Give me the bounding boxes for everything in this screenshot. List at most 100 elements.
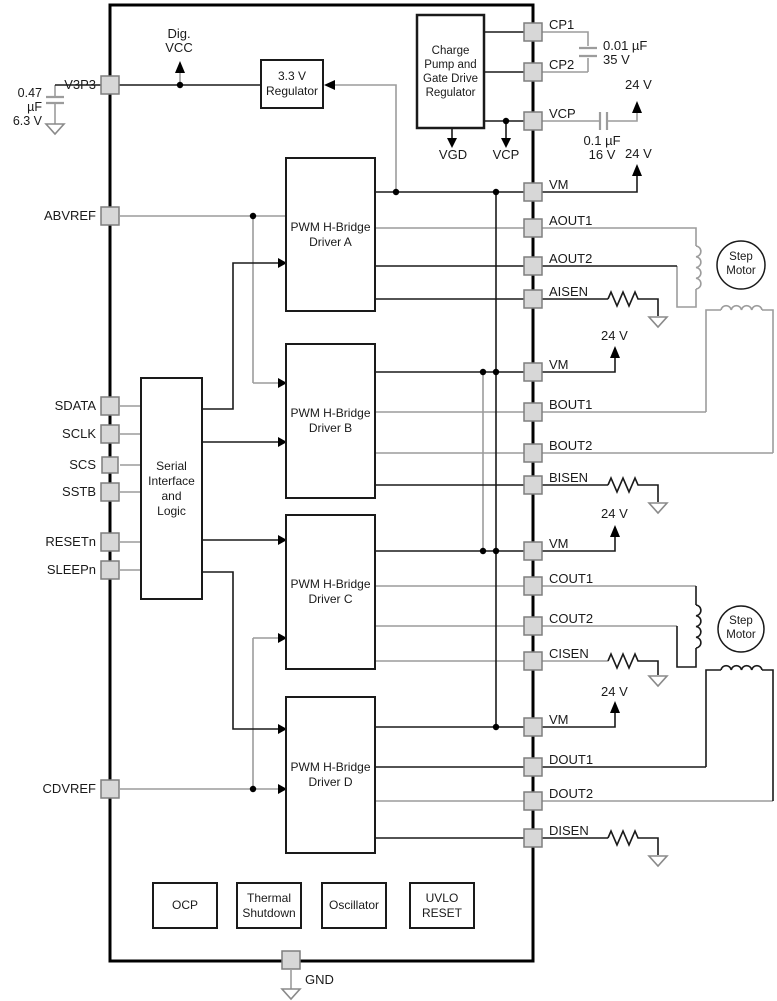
ground-v3p3 [44,123,66,136]
24v-vm2-label: 24 V [601,328,628,343]
pin-label-bout1: BOUT1 [549,397,593,412]
step-motor-2-circle [717,605,765,653]
pin-bisen [523,475,543,495]
pin-label-cp1: CP1 [549,17,575,32]
vcp-arrow-label: VCP [492,147,520,162]
pin-resetn [100,532,120,552]
pins-left [100,75,120,799]
oscillator-block [321,882,387,929]
pin-aout2 [523,256,543,276]
step-motor-1-label: Step Motor [726,251,756,277]
pin-dout2 [523,791,543,811]
pin-vm4 [523,717,543,737]
capacitor-cp [579,46,597,58]
pin-label-bout2: BOUT2 [549,438,593,453]
charge-pump-block [415,13,486,130]
pin-label-cdvref: CDVREF [42,781,96,796]
v3p3-cap-label: 0.47 µF 6.3 V [12,86,42,128]
pin-cdvref [100,779,120,799]
pin-sclk [100,424,120,444]
pin-label-dout1: DOUT1 [549,752,594,767]
pin-label-scs: SCS [69,457,96,472]
pin-abvref [100,206,120,226]
pin-cp2 [523,62,543,82]
pin-label-vm3: VM [549,536,569,551]
pin-cisen [523,651,543,671]
24v-vcp-label: 24 V [625,77,652,92]
driver-d-block [285,696,376,854]
capacitor-vcp [598,112,609,130]
pin-sdata [100,396,120,416]
pin-label-v3p3: V3P3 [64,77,96,92]
pin-gnd [281,950,301,970]
driver-a-block [285,157,376,312]
regulator-block [260,59,324,109]
pin-label-vm2: VM [549,357,569,372]
pin-vm3 [523,541,543,561]
24v-vm1-label: 24 V [625,146,652,161]
pin-label-sstb: SSTB [62,484,96,499]
vgd-label: VGD [438,147,468,162]
pin-vcp [523,111,543,131]
pin-vm2 [523,362,543,382]
arrows [175,61,642,794]
step-motor-1-circle [716,240,766,290]
pin-label-resetn: RESETn [45,534,96,549]
gray-wires [54,31,774,989]
pin-label-dout2: DOUT2 [549,786,594,801]
ground-aisen [647,316,669,329]
pin-v3p3 [100,75,120,95]
pin-label-cout1: COUT1 [549,571,594,586]
capacitor-v3p3 [46,95,64,105]
ground-disen [647,855,669,868]
cp-cap-label: 0.01 µF 35 V [603,38,648,67]
pin-label-aout2: AOUT2 [549,251,593,266]
pin-label-cout2: COUT2 [549,611,594,626]
24v-vm4-label: 24 V [601,684,628,699]
pin-label-vm4: VM [549,712,569,727]
pin-cp1 [523,22,543,42]
pin-label-cp2: CP2 [549,57,575,72]
step-motor-2-label: Step Motor [726,615,756,641]
pin-disen [523,828,543,848]
ocp-block [152,882,218,929]
pin-bout1 [523,402,543,422]
pin-label-sdata: SDATA [54,398,96,413]
pin-dout1 [523,757,543,777]
24v-vm3-label: 24 V [601,506,628,521]
pin-label-aisen: AISEN [549,284,589,299]
uvlo-reset-block [409,882,475,929]
ground-bisen [647,502,669,515]
pin-aout1 [523,218,543,238]
pin-label-disen: DISEN [549,823,589,838]
pin-sstb [100,482,120,502]
pin-vm1 [523,182,543,202]
vcp-cap-label: 0.1 µF 16 V [583,133,621,162]
ground-cisen [647,675,669,688]
pin-label-gnd: GND [305,972,334,987]
pin-label-abvref: ABVREF [43,208,96,223]
pin-label-vm1: VM [549,177,569,192]
driver-c-block [285,514,376,670]
pin-label-cisen: CISEN [549,646,589,661]
pin-label-aout1: AOUT1 [549,213,593,228]
pin-cout1 [523,576,543,596]
pin-scs [101,456,119,474]
serial-interface-block [140,377,203,600]
black-wires [55,31,774,855]
pin-label-bisen: BISEN [549,470,589,485]
ground-gnd [280,988,302,1001]
pin-label-sclk: SCLK [62,426,96,441]
thermal-shutdown-block [236,882,302,929]
driver-b-block [285,343,376,499]
pin-cout2 [523,616,543,636]
dig-vcc-label: Dig. VCC [165,26,193,55]
pin-aisen [523,289,543,309]
pin-sleepn [100,560,120,580]
pins-right [523,22,543,848]
pin-label-sleepn: SLEEPn [46,562,96,577]
pin-bout2 [523,443,543,463]
junction-dots [176,81,510,793]
pin-label-vcp: VCP [549,106,576,121]
